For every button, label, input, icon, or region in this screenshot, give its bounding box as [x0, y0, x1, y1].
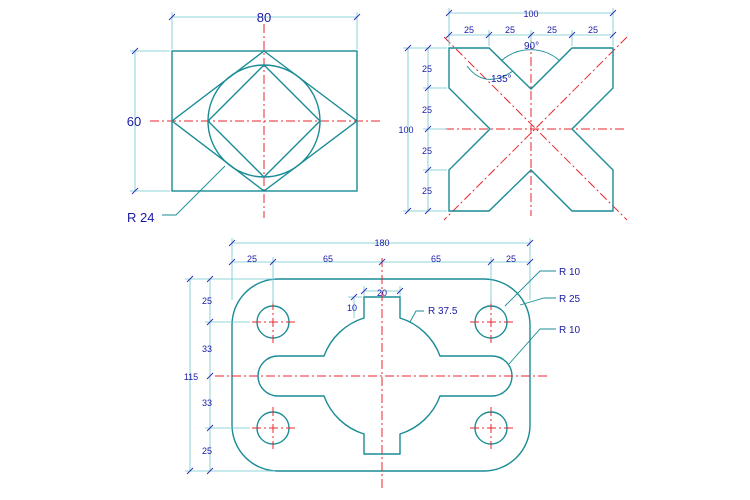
- segment-label: 25: [422, 64, 432, 74]
- radius-label: R 10: [559, 267, 581, 278]
- dimension-tick: [186, 467, 194, 475]
- dimension-tick: [424, 166, 432, 174]
- width-label: 80: [257, 10, 271, 25]
- radius-label: R 24: [127, 210, 154, 225]
- dimension-tick: [609, 9, 617, 17]
- radius-label: R 10: [559, 325, 581, 336]
- dimension-tick: [228, 258, 236, 266]
- x-shape-outline: [448, 47, 614, 212]
- dimension-tick: [526, 258, 534, 266]
- angle-90-arc: [500, 49, 561, 62]
- overall-width-label: 180: [374, 238, 389, 248]
- dimension-tick: [445, 31, 453, 39]
- radius-label: R 37.5: [428, 306, 458, 317]
- segment-label: 65: [431, 254, 441, 264]
- plate-outline: [231, 278, 531, 472]
- dimension-tick: [206, 467, 214, 475]
- radius-leader: [519, 297, 556, 306]
- dimension-tick: [445, 9, 453, 17]
- dimension-tick: [131, 47, 139, 55]
- dimension-tick: [404, 207, 412, 215]
- radius-leader: [162, 165, 226, 216]
- slot-width-label: 20: [377, 288, 387, 298]
- radius-leader: [508, 328, 556, 365]
- slot-depth-label: 10: [347, 303, 357, 313]
- overall-height-label: 115: [184, 372, 198, 382]
- segment-label: 25: [505, 25, 515, 35]
- dimension-tick: [487, 258, 495, 266]
- dimension-tick: [485, 31, 493, 39]
- dimension-tick: [269, 258, 277, 266]
- segment-label: 25: [247, 254, 257, 264]
- inner-diamond: [207, 64, 321, 178]
- angle-90-label: 90°: [524, 41, 539, 52]
- dimension-tick: [206, 318, 214, 326]
- radius-leader: [504, 270, 556, 307]
- segment-label: 33: [202, 398, 212, 408]
- dimension-tick: [131, 187, 139, 195]
- dimension-tick: [228, 239, 236, 247]
- segment-label: 25: [202, 296, 212, 306]
- dimension-tick: [378, 258, 386, 266]
- dimension-tick: [206, 424, 214, 432]
- segment-label: 65: [323, 254, 333, 264]
- dimension-tick: [526, 239, 534, 247]
- figure-plate-with-holes: 180 25 65 65 25 20 10 115 25 33 33: [184, 238, 581, 489]
- segment-label: 25: [464, 25, 474, 35]
- segment-label: 25: [588, 25, 598, 35]
- dimension-tick: [396, 287, 404, 295]
- dimension-tick: [206, 275, 214, 283]
- overall-width-label: 100: [523, 9, 538, 19]
- radius-label: R 25: [559, 294, 581, 305]
- figure-rectangle-diamond-circle: 80 60 R 24: [127, 10, 380, 225]
- dimension-tick: [360, 287, 368, 295]
- dimension-tick: [168, 13, 176, 21]
- figure-x-shape: 90° 135° 100 25 25 25 25: [398, 8, 628, 221]
- dimension-tick: [424, 125, 432, 133]
- segment-label: 25: [422, 105, 432, 115]
- angle-135-arc: [466, 65, 514, 80]
- dimension-tick: [404, 44, 412, 52]
- segment-label: 33: [202, 344, 212, 354]
- dimension-tick: [424, 84, 432, 92]
- angle-135-label: 135°: [491, 74, 512, 85]
- dimension-tick: [527, 31, 535, 39]
- segment-label: 25: [422, 186, 432, 196]
- dimension-tick: [353, 13, 361, 21]
- radius-leader: [409, 310, 424, 323]
- dimension-tick: [206, 372, 214, 380]
- dimension-tick: [350, 293, 358, 301]
- segment-label: 25: [506, 254, 516, 264]
- segment-label: 25: [202, 446, 212, 456]
- dimension-tick: [186, 275, 194, 283]
- dimension-tick: [424, 44, 432, 52]
- dimension-tick: [609, 31, 617, 39]
- segment-label: 25: [547, 25, 557, 35]
- height-label: 60: [127, 114, 141, 129]
- dimension-tick: [568, 31, 576, 39]
- central-cutout-outline: [257, 296, 513, 455]
- segment-label: 25: [422, 146, 432, 156]
- dimension-tick: [424, 207, 432, 215]
- outer-diamond: [170, 50, 359, 192]
- overall-height-label: 100: [398, 125, 413, 135]
